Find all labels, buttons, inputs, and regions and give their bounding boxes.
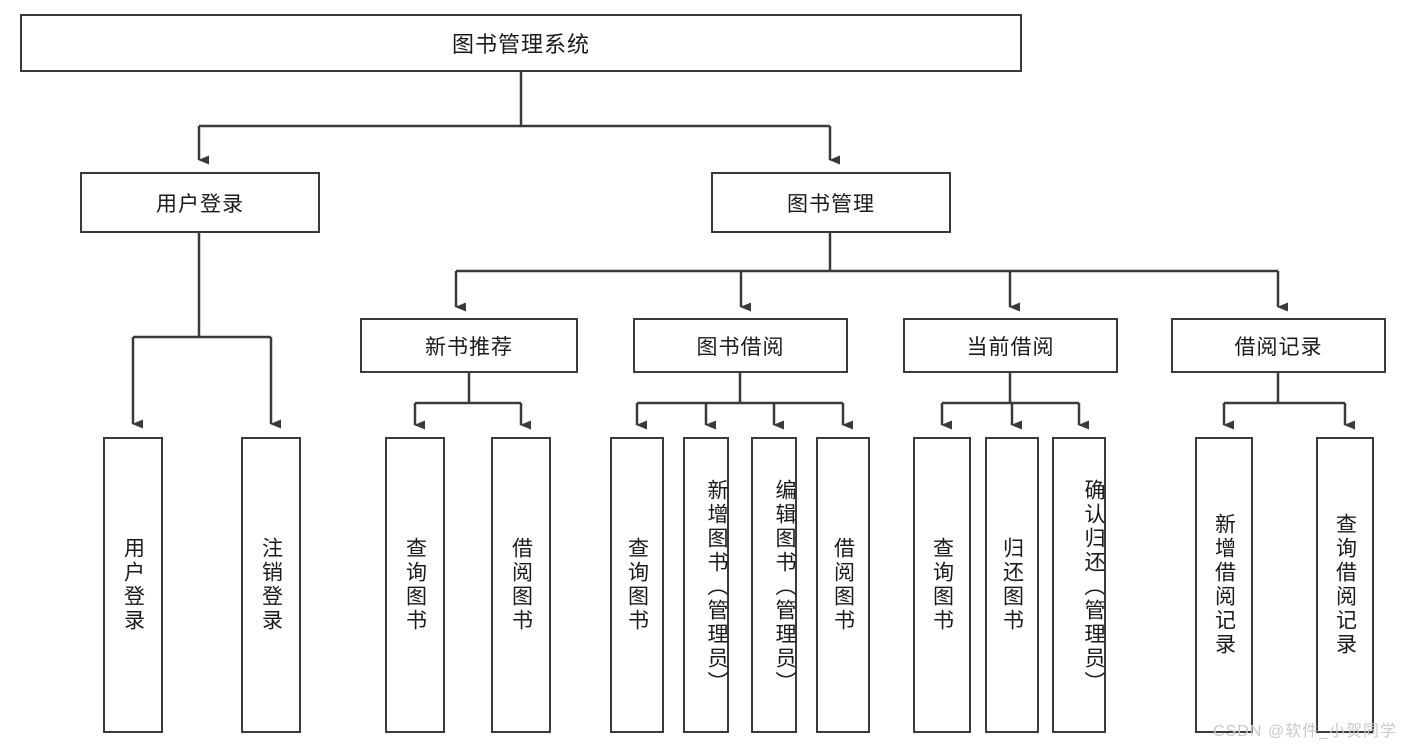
node-label: 注销登录: [259, 537, 283, 633]
node-label: 确认归还（管理员）: [1082, 479, 1105, 695]
leaf-add-book-admin[interactable]: 新增图书（管理员）: [683, 437, 729, 733]
node-book-management[interactable]: 图书管理: [711, 172, 951, 233]
leaf-query-borrow-record[interactable]: 查询借阅记录: [1316, 437, 1374, 733]
leaf-edit-book-admin[interactable]: 编辑图书（管理员）: [751, 437, 797, 733]
leaf-add-borrow-record[interactable]: 新增借阅记录: [1195, 437, 1253, 733]
node-label: 查询图书: [403, 537, 427, 633]
node-root-book-management-system[interactable]: 图书管理系统: [20, 14, 1022, 72]
csdn-watermark: CSDN @软件_小贺同学: [1213, 723, 1397, 740]
leaf-confirm-return-admin[interactable]: 确认归还（管理员）: [1052, 437, 1106, 733]
node-label: 用户登录: [156, 192, 244, 216]
leaf-query-book-current[interactable]: 查询图书: [913, 437, 971, 733]
leaf-return-book[interactable]: 归还图书: [985, 437, 1039, 733]
node-borrow-record[interactable]: 借阅记录: [1171, 318, 1386, 373]
node-label: 借阅图书: [509, 537, 533, 633]
node-new-book-recommend[interactable]: 新书推荐: [360, 318, 578, 373]
node-label: 新增图书（管理员）: [705, 479, 728, 695]
node-book-borrow[interactable]: 图书借阅: [633, 318, 848, 373]
node-label: 查询借阅记录: [1333, 513, 1357, 657]
leaf-logout-login[interactable]: 注销登录: [241, 437, 301, 733]
leaf-query-book-recommend[interactable]: 查询图书: [385, 437, 445, 733]
node-label: 查询图书: [930, 537, 954, 633]
node-current-borrow[interactable]: 当前借阅: [903, 318, 1118, 373]
node-label: 借阅记录: [1234, 335, 1323, 359]
leaf-user-login[interactable]: 用户登录: [103, 437, 163, 733]
node-label: 查询图书: [625, 537, 649, 633]
node-label: 借阅图书: [831, 537, 855, 633]
node-label: 图书管理: [787, 192, 875, 216]
node-label: 图书管理系统: [451, 32, 590, 57]
node-label: 新增借阅记录: [1212, 513, 1236, 657]
leaf-borrow-book-recommend[interactable]: 借阅图书: [491, 437, 551, 733]
node-label: 图书借阅: [696, 335, 785, 359]
node-label: 新书推荐: [425, 335, 513, 359]
leaf-query-book-borrow[interactable]: 查询图书: [610, 437, 664, 733]
node-label: 用户登录: [121, 537, 145, 633]
leaf-borrow-book[interactable]: 借阅图书: [816, 437, 870, 733]
node-label: 归还图书: [1000, 537, 1024, 633]
node-label: 编辑图书（管理员）: [773, 479, 796, 695]
node-label: 当前借阅: [966, 335, 1055, 359]
node-user-login[interactable]: 用户登录: [80, 172, 320, 233]
